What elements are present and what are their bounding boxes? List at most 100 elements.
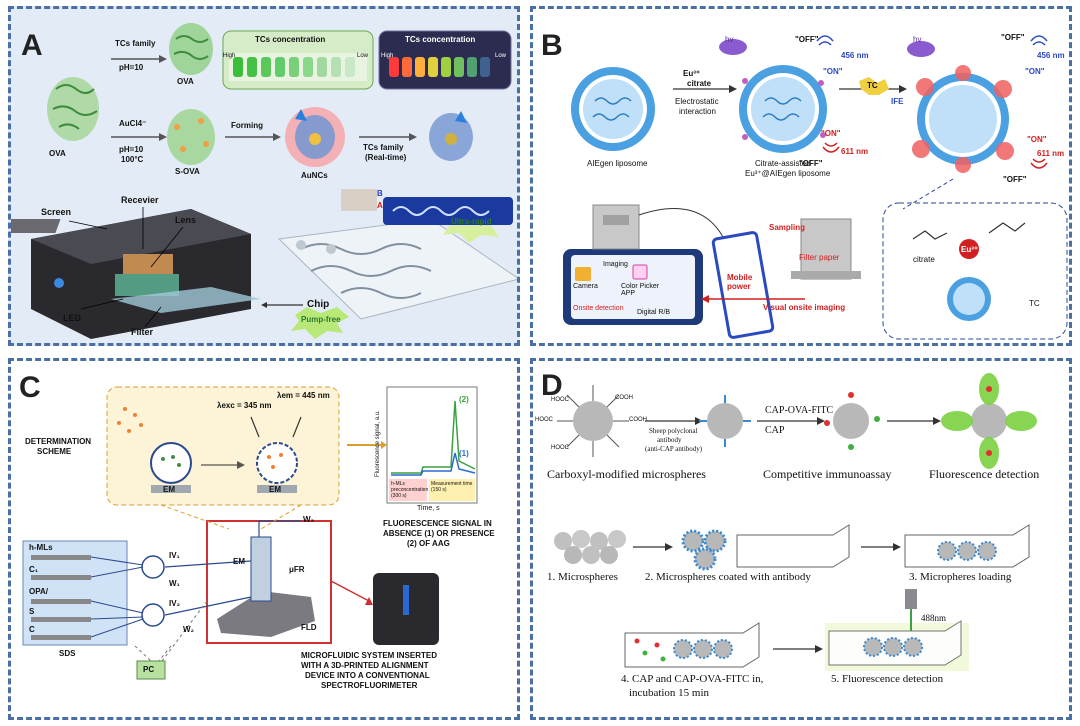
tc-bound-liposome: [912, 65, 1014, 173]
label-series-1: (1): [459, 449, 469, 458]
fluorescence-curves: [391, 400, 476, 476]
label-measurement: Measurement time (150 s): [431, 481, 473, 493]
panel-d: D HOOC HOOC HOOC COOH COOH Sheep polyclo…: [530, 358, 1072, 720]
label-ultra-rapid: Ultra-rapid: [451, 217, 492, 226]
label-em-3: EM: [233, 557, 245, 566]
label-nm456-2: 456 nm: [1037, 51, 1065, 60]
aiegen-liposome: [571, 67, 655, 151]
label-hml-pre: h-MLs preconcentration (300 s): [391, 481, 429, 499]
aunc-cluster: [285, 107, 345, 167]
label-chip-b: B: [377, 189, 383, 198]
label-filter: Filter: [131, 327, 154, 337]
label-citrate-zoom: citrate: [913, 255, 935, 264]
syringes: [31, 555, 91, 640]
label-step-3: 3. Micropheres loading: [909, 571, 1012, 583]
label-low-2: Low: [495, 53, 507, 59]
label-camera: Camera: [573, 283, 598, 290]
label-digital-rgb: Digital R/B: [637, 309, 671, 316]
label-off-3: "OFF": [1001, 33, 1025, 42]
label-ova-left: OVA: [49, 149, 66, 158]
ova-protein-top: [169, 23, 213, 75]
s-ova-protein: [167, 109, 215, 165]
label-step-4a: 4. CAP and CAP-OVA-FITC in,: [621, 673, 764, 685]
label-series-2: (2): [459, 395, 469, 404]
label-hv-2: hv: [913, 35, 922, 44]
label-micro-3: DEVICE INTO A CONVENTIONAL: [305, 671, 430, 680]
panel-a: A OVA TCs family pH=10 OVA TCs concentra…: [8, 6, 520, 346]
mobile-power-bank: [711, 231, 775, 339]
label-nm611-2: 611 nm: [1037, 149, 1065, 158]
label-eu-aiegen: Eu³⁺@AIEgen liposome: [745, 169, 831, 178]
label-em-2: EM: [269, 485, 281, 494]
label-determination: DETERMINATION: [25, 437, 92, 446]
label-step-2: 2. Microspheres coated with antibody: [645, 571, 811, 583]
label-lambda-exc: λexc = 345 nm: [217, 401, 272, 410]
label-receiver: Recevier: [121, 195, 159, 205]
label-iv1: IV₁: [169, 551, 180, 560]
panel-b: B Eu³⁺ citrate Electrostatic interaction…: [530, 6, 1072, 346]
label-c-xlabel: Time, s: [417, 505, 440, 512]
label-electrostatic: Electrostatic: [675, 97, 719, 106]
label-citrate-assisted: Citrate-assisted: [755, 159, 811, 168]
label-lens: Lens: [175, 215, 197, 225]
label-sds: SDS: [59, 649, 76, 658]
label-sheep-2: antibody: [657, 436, 682, 444]
label-mobile-power: Mobile power: [727, 273, 753, 291]
label-aucl4: AuCl4⁻: [119, 119, 147, 128]
label-tcs-conc-2: TCs concentration: [405, 35, 476, 44]
label-cooh-1: COOH: [615, 395, 633, 401]
panel-c: C DETERMINATION SCHEME λexc = 345 nm λem…: [8, 358, 520, 720]
label-opa: OPA/: [29, 587, 48, 596]
panel-a-letter: A: [21, 29, 43, 62]
fluorescence-microsphere: [941, 373, 1037, 469]
panel-a-illustration: [11, 23, 517, 339]
label-ife: IFE: [891, 97, 904, 106]
label-led: LED: [63, 313, 81, 323]
microspheres-group: [554, 530, 626, 564]
label-on-2: "ON": [821, 129, 841, 138]
panel-d-letter: D: [541, 369, 563, 402]
coated-microspheres: [681, 529, 727, 571]
label-nm488: 488nm: [921, 613, 947, 623]
label-w2: W₂: [183, 625, 195, 634]
label-sheep-3: (anti-CAP antibody): [645, 445, 703, 453]
label-ova-top: OVA: [177, 77, 194, 86]
orange-dots: [117, 407, 143, 433]
label-competitive: Competitive immunoassay: [763, 467, 892, 481]
label-filter-paper: Filter paper: [799, 253, 840, 262]
label-realtime: (Real-time): [365, 153, 407, 162]
label-step-5: 5. Fluorescence detection: [831, 673, 944, 685]
label-hmls: h-MLs: [29, 543, 53, 552]
label-sheep-1: Sheep polyclonal: [649, 427, 698, 435]
antibody-microsphere: [699, 395, 751, 447]
label-tc-zoom: TC: [1029, 299, 1040, 308]
label-fluor-title-2: ABSENCE (1) OR PRESENCE: [383, 529, 495, 538]
label-visual-onsite: Visual onsite imaging: [763, 303, 846, 312]
label-interaction: interaction: [679, 107, 716, 116]
label-eu: Eu³⁺: [683, 69, 701, 78]
label-fluor-title-1: FLUORESCENCE SIGNAL IN: [383, 519, 492, 528]
label-screen: Screen: [41, 207, 72, 217]
label-on-3: "ON": [1025, 67, 1045, 76]
label-pump-free: Pump-free: [301, 315, 341, 324]
label-imaging: Imaging: [603, 261, 628, 268]
label-em-1: EM: [163, 485, 175, 494]
label-high-2: High: [381, 53, 394, 59]
label-aunc: AuNCs: [301, 171, 328, 180]
label-c1: C₁: [29, 565, 39, 574]
label-step-4b: incubation 15 min: [629, 687, 710, 699]
label-ph10-mid: pH=10: [119, 145, 144, 154]
label-fluor-title-3: (2) OF AAG: [407, 539, 450, 548]
aunc-quenched: [429, 111, 473, 161]
label-w3: W₃: [303, 515, 315, 524]
label-fluor-det: Fluorescence detection: [929, 467, 1040, 481]
label-scheme: SCHEME: [37, 447, 72, 456]
label-w1: W₁: [169, 579, 180, 588]
label-cap: CAP: [765, 425, 785, 436]
competitive-microsphere: [824, 392, 880, 450]
panel-b-letter: B: [541, 29, 563, 62]
label-cooh-2: COOH: [629, 417, 647, 423]
label-high-1: High: [223, 53, 236, 59]
label-on-4: "ON": [1027, 135, 1047, 144]
tc-tubes-1: [233, 57, 355, 77]
